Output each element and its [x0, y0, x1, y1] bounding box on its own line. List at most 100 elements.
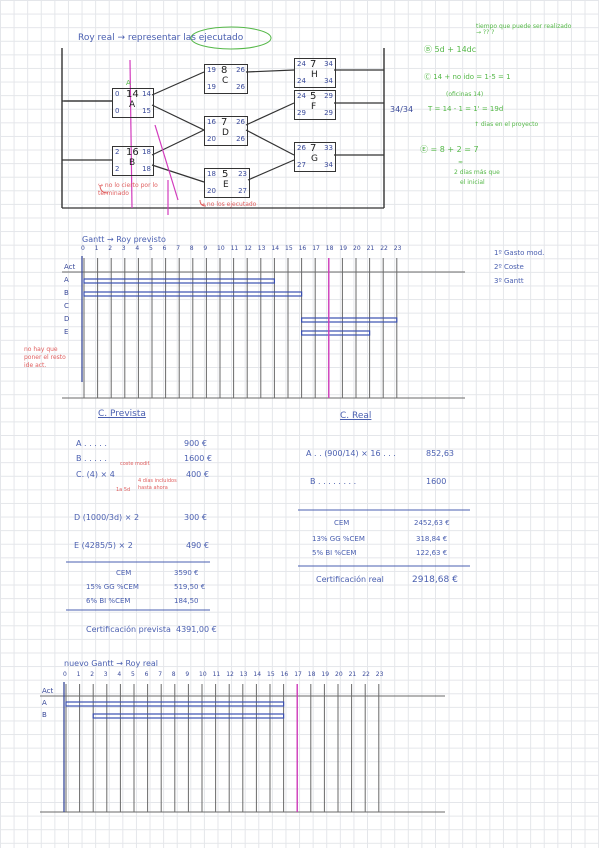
gantt1-tick-label: 21 [366, 245, 375, 252]
cost-prev-bi-label: 6% BI %CEM [86, 597, 131, 605]
gantt2-tick-label: 10 [199, 671, 207, 678]
step-c3: T = 14 - 1 = 1' = 19d [428, 105, 504, 113]
node-e: 18 5 23 E 20 27 [204, 168, 250, 198]
cost-prev-cem-label: CEM [116, 569, 132, 577]
top-note: tiempo que puede ser realizado → ?? ? [476, 23, 572, 36]
cost-prev-annot-3: 4 días incluidos hasta ahora [138, 478, 177, 491]
step-e2: ≈ [458, 159, 464, 166]
gantt2-tick-label: 22 [362, 671, 370, 678]
gantt2-bar-a [65, 701, 285, 707]
cost-prev-cem-value: 3590 € [174, 569, 199, 577]
end-label: 34/34 [390, 105, 414, 114]
step-e1: Ⓔ = 8 + 2 = 7 [420, 145, 479, 154]
gantt2-title: nuevo Gantt → Roy real [64, 659, 158, 668]
gantt1-tick-label: 8 [189, 245, 194, 252]
gantt1-tick-label: 20 [353, 245, 361, 252]
gantt2-tick-label: 8 [171, 671, 176, 678]
cost-prev-bi-value: 184,50 [174, 597, 199, 605]
gantt1-tick-label: 16 [298, 245, 307, 252]
cost-real-cem-value: 2452,63 € [414, 519, 450, 527]
gantt1-tick-label: 15 [285, 245, 293, 252]
gantt2-tick-label: 21 [348, 671, 357, 678]
gantt1-bar-b [83, 291, 303, 297]
cost-prev-gg-value: 519,50 € [174, 583, 206, 591]
gantt2-tick-label: 17 [294, 671, 302, 678]
cost-prev-value-a: 900 € [184, 439, 207, 448]
gantt1-side-note-2: 2º Coste [494, 263, 524, 271]
node-d: 16 7 26 D 20 26 [204, 116, 248, 146]
step-c4: ↑ dias en el proyecto [474, 121, 539, 128]
step-e3: 2 días más que [454, 169, 500, 176]
node-b: 2 16 18 B 2 18 [112, 146, 154, 176]
cost-prev-gg-label: 15% GG %CEM [86, 583, 139, 591]
gantt1-tick-label: 22 [380, 245, 388, 252]
cost-prev-label-e: E (4285/5) × 2 [74, 541, 133, 550]
gantt1-tick-label: 1 [94, 245, 99, 252]
gantt1-title: Gantt → Roy previsto [82, 235, 166, 244]
cost-prev-annot-1: coste modif. [120, 461, 151, 467]
gantt1-tick-label: 19 [339, 245, 348, 252]
gantt1-tick-label: 5 [149, 245, 153, 252]
cost-prev-value-e: 490 € [186, 541, 209, 550]
gantt2-tick-label: 2 [90, 671, 95, 678]
gantt2-tick-label: 23 [375, 671, 384, 678]
gantt1-tick-label: 11 [230, 245, 239, 252]
gantt2-tick-label: 15 [267, 671, 275, 678]
gantt2-tick-label: 3 [103, 671, 108, 678]
gantt1-tick-label: 13 [257, 245, 266, 252]
gantt2-tick-label: 7 [158, 671, 163, 678]
gantt2-row-label: B [42, 711, 47, 719]
cost-real-cert-value: 2918,68 € [412, 575, 458, 585]
cost-prev-label-d: D (1000/3d) × 2 [74, 513, 140, 522]
note-a: ↪ no lo cierto por lo terminado [98, 182, 158, 198]
gantt2-tick-label: 6 [144, 671, 149, 678]
cost-real-label-b: B . . . . . . . . [310, 477, 357, 486]
gantt2-tick-label: 5 [131, 671, 135, 678]
gantt2-tick-label: 13 [239, 671, 248, 678]
cost-real-gg-value: 318,84 € [416, 535, 448, 543]
gantt2-tick-label: 11 [212, 671, 221, 678]
cost-real-gg-label: 13% GG %CEM [312, 535, 365, 543]
gantt1-tick-label: 2 [108, 245, 113, 252]
step-c2: (oficinas 14) [446, 91, 484, 98]
gantt1-tick-label: 4 [135, 245, 140, 252]
gantt2-row-label: Act [42, 687, 54, 695]
gantt1-row-label: D [64, 315, 70, 323]
gantt2-tick-label: 9 [185, 671, 190, 678]
step-b: Ⓑ 5d + 14dc [424, 45, 477, 54]
cost-real-value-b: 1600 [426, 477, 447, 486]
gantt2-tick-label: 18 [307, 671, 316, 678]
gantt2-tick-label: 1 [76, 671, 81, 678]
gantt1-tick-label: 0 [81, 245, 85, 252]
gantt1-bar-d [301, 317, 398, 323]
gantt1-row-label: E [64, 328, 69, 336]
gantt1-red-note: no hay que poner el resto ide act. [24, 346, 66, 370]
gantt1-side-note-1: 1º Gasto mod. [494, 249, 545, 257]
gantt1-side-note-3: 3º Gantt [494, 277, 524, 285]
gantt1-tick-label: 9 [203, 245, 208, 252]
gantt2-tick-label: 0 [63, 671, 67, 678]
gantt1-tick-label: 3 [121, 245, 126, 252]
cost-prev-value-c: 400 € [186, 470, 209, 479]
gantt1-tick-label: 23 [393, 245, 402, 252]
gantt1-row-label: B [64, 289, 69, 297]
cost-prev-annot-2: 1a 5d [116, 487, 131, 493]
cost-real-cem-label: CEM [334, 519, 350, 527]
cost-prev-value-b: 1600 € [184, 454, 212, 463]
node-h: 24 7 34 H 24 34 [294, 58, 336, 88]
gantt1-row-label: C [64, 302, 69, 310]
gantt2-tick-label: 19 [321, 671, 330, 678]
node-c: 19 8 26 C 19 26 [204, 64, 248, 94]
cost-prev-label-c: C. (4) × 4 [76, 470, 115, 479]
node-g: 26 7 33 G 27 34 [294, 142, 336, 172]
cost-prev-cert-value: 4391,00 € [176, 625, 217, 634]
gantt2-tick-label: 14 [253, 671, 262, 678]
gantt2-row-label: A [42, 699, 47, 707]
cost-real-label-a: A . . (900/14) × 16 . . . [306, 449, 396, 458]
cost-prev-label-b: B . . . . . [76, 454, 107, 463]
cost-real-value-a: 852,63 [426, 449, 454, 458]
cost-prev-title: C. Prevista [98, 409, 146, 419]
cost-real-bi-value: 122,63 € [416, 549, 448, 557]
